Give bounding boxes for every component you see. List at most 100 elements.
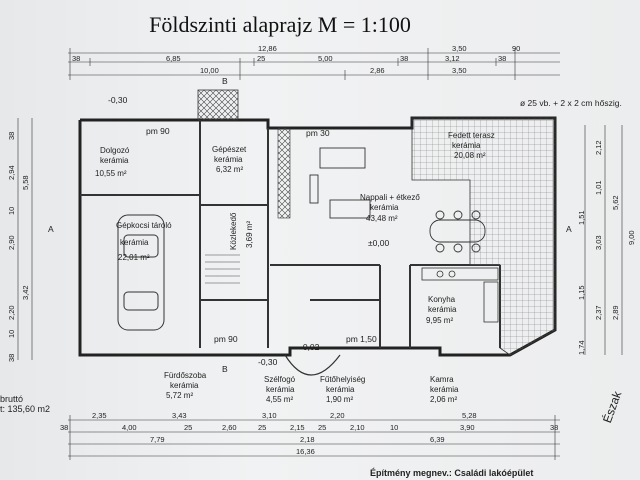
svg-text:38: 38 (7, 354, 16, 362)
bottom-dimension-lines (68, 415, 560, 460)
svg-text:2,90: 2,90 (7, 235, 16, 250)
svg-text:kerámia: kerámia (430, 385, 459, 394)
wall-hatch-column (277, 127, 291, 219)
svg-text:22,01 m²: 22,01 m² (118, 253, 150, 262)
dim-top-r3-0: 10,00 (200, 66, 219, 75)
pm30: pm 30 (306, 128, 330, 138)
svg-text:1,74: 1,74 (577, 340, 586, 355)
svg-text:1,01: 1,01 (594, 180, 603, 195)
pm150: pm 1,50 (346, 334, 377, 344)
room-labels: Dolgozó kerámia 10,55 m² Gépészet kerámi… (95, 131, 495, 404)
svg-text:10: 10 (7, 330, 16, 338)
stairs (205, 254, 240, 284)
svg-text:Nappali + étkező: Nappali + étkező (360, 193, 420, 202)
section-b-bottom: B (222, 364, 228, 374)
svg-text:5,28: 5,28 (462, 411, 477, 420)
svg-text:Dolgozó: Dolgozó (100, 146, 130, 155)
svg-text:2,35: 2,35 (92, 411, 107, 420)
svg-text:3,69 m²: 3,69 m² (245, 221, 254, 248)
svg-text:25: 25 (318, 423, 326, 432)
svg-text:10: 10 (7, 207, 16, 215)
svg-text:6,32 m²: 6,32 m² (216, 165, 243, 174)
dim-top-r2-5: 3,12 (445, 54, 460, 63)
svg-text:Fűtőhelyiség: Fűtőhelyiség (320, 375, 365, 384)
svg-text:2,20: 2,20 (330, 411, 345, 420)
svg-text:7,79: 7,79 (150, 435, 165, 444)
svg-text:Gépészet: Gépészet (212, 145, 247, 154)
svg-text:4,55 m²: 4,55 m² (266, 395, 293, 404)
svg-text:4,00: 4,00 (122, 423, 137, 432)
svg-text:9,00: 9,00 (627, 230, 636, 245)
footer-building: Építmény megnev.: Családi lakóépület (370, 468, 534, 478)
svg-text:2,20: 2,20 (7, 305, 16, 320)
svg-text:1,90 m²: 1,90 m² (326, 395, 353, 404)
svg-text:kerámia: kerámia (266, 385, 295, 394)
svg-text:kerámia: kerámia (120, 238, 149, 247)
dim-top-r2-6: 38 (498, 54, 506, 63)
section-a-left: A (48, 224, 54, 234)
svg-text:16,36: 16,36 (296, 447, 315, 456)
dim-top-90: 90 (512, 44, 520, 53)
svg-text:6,39: 6,39 (430, 435, 445, 444)
kitchen-counter (421, 267, 499, 323)
level-minus-entry: -0,30 (258, 357, 278, 367)
svg-text:25: 25 (258, 423, 266, 432)
dim-top-r2-2: 25 (257, 54, 265, 63)
svg-text:10: 10 (390, 423, 398, 432)
svg-text:Fedett terasz: Fedett terasz (448, 131, 495, 140)
svg-text:2,10: 2,10 (350, 423, 365, 432)
svg-text:Szélfogó: Szélfogó (264, 375, 296, 384)
plan-title: Földszinti alaprajz M = 1:100 (149, 12, 411, 37)
svg-text:43,48 m²: 43,48 m² (366, 214, 398, 223)
svg-text:Gépkocsi tároló: Gépkocsi tároló (116, 221, 172, 230)
svg-text:3,43: 3,43 (172, 411, 187, 420)
svg-text:kerámia: kerámia (326, 385, 355, 394)
left-dimension-labels: 38 2,94 5,58 10 2,90 3,42 2,20 10 38 (7, 132, 30, 362)
svg-text:38: 38 (550, 423, 558, 432)
dining-table (429, 210, 486, 253)
svg-text:1,15: 1,15 (577, 285, 586, 300)
left-dimension-lines (17, 118, 33, 360)
level-zero: ±0,00 (368, 238, 389, 248)
brutto-label: bruttó (0, 394, 24, 404)
svg-text:kerámia: kerámia (100, 156, 129, 165)
bottom-dimension-labels: 2,35 3,43 3,10 2,20 5,28 38 4,00 25 2,60… (60, 411, 558, 456)
svg-text:2,06 m²: 2,06 m² (430, 395, 457, 404)
svg-text:kerámia: kerámia (370, 203, 399, 212)
svg-text:25: 25 (184, 423, 192, 432)
level-minus-top: -0,30 (108, 95, 128, 105)
svg-text:3,90: 3,90 (460, 423, 475, 432)
svg-text:2,89: 2,89 (611, 305, 620, 320)
sofa (309, 147, 371, 219)
svg-text:kerámia: kerámia (428, 305, 457, 314)
svg-text:kerámia: kerámia (214, 155, 243, 164)
svg-text:2,18: 2,18 (300, 435, 315, 444)
right-dimension-labels: 2,12 1,01 5,62 1,51 1,15 1,74 3,03 2,37 … (577, 140, 636, 355)
svg-text:2,60: 2,60 (222, 423, 237, 432)
plan-annotations: ±0,00 -0,30 -0,30 -0,02 pm 90 pm 90 pm 3… (48, 76, 622, 374)
svg-text:20,08 m²: 20,08 m² (454, 151, 486, 160)
svg-text:2,37: 2,37 (594, 305, 603, 320)
svg-text:2,94: 2,94 (7, 165, 16, 180)
svg-text:3,03: 3,03 (594, 235, 603, 250)
svg-text:5,72 m²: 5,72 m² (166, 391, 193, 400)
section-b-top: B (222, 76, 228, 86)
level-minus2: -0,02 (300, 342, 320, 352)
dim-top-terrace: 3,50 (452, 44, 467, 53)
svg-text:2,12: 2,12 (594, 140, 603, 155)
svg-text:Közlekedő: Közlekedő (229, 212, 238, 250)
pm90-a: pm 90 (146, 126, 170, 136)
car-icon (117, 214, 165, 331)
dim-top-r3-1: 2,86 (370, 66, 385, 75)
chimney-hatch (197, 89, 239, 121)
dim-top-total: 12,86 (258, 44, 277, 53)
top-dimension-lines (68, 48, 560, 80)
pm90-b: pm 90 (214, 334, 238, 344)
dim-top-r2-4: 38 (400, 54, 408, 63)
svg-text:3,10: 3,10 (262, 411, 277, 420)
svg-text:kerámia: kerámia (170, 381, 199, 390)
svg-text:10,55 m²: 10,55 m² (95, 169, 127, 178)
svg-text:3,42: 3,42 (21, 285, 30, 300)
svg-text:1,51: 1,51 (577, 210, 586, 225)
svg-text:Kamra: Kamra (430, 375, 454, 384)
